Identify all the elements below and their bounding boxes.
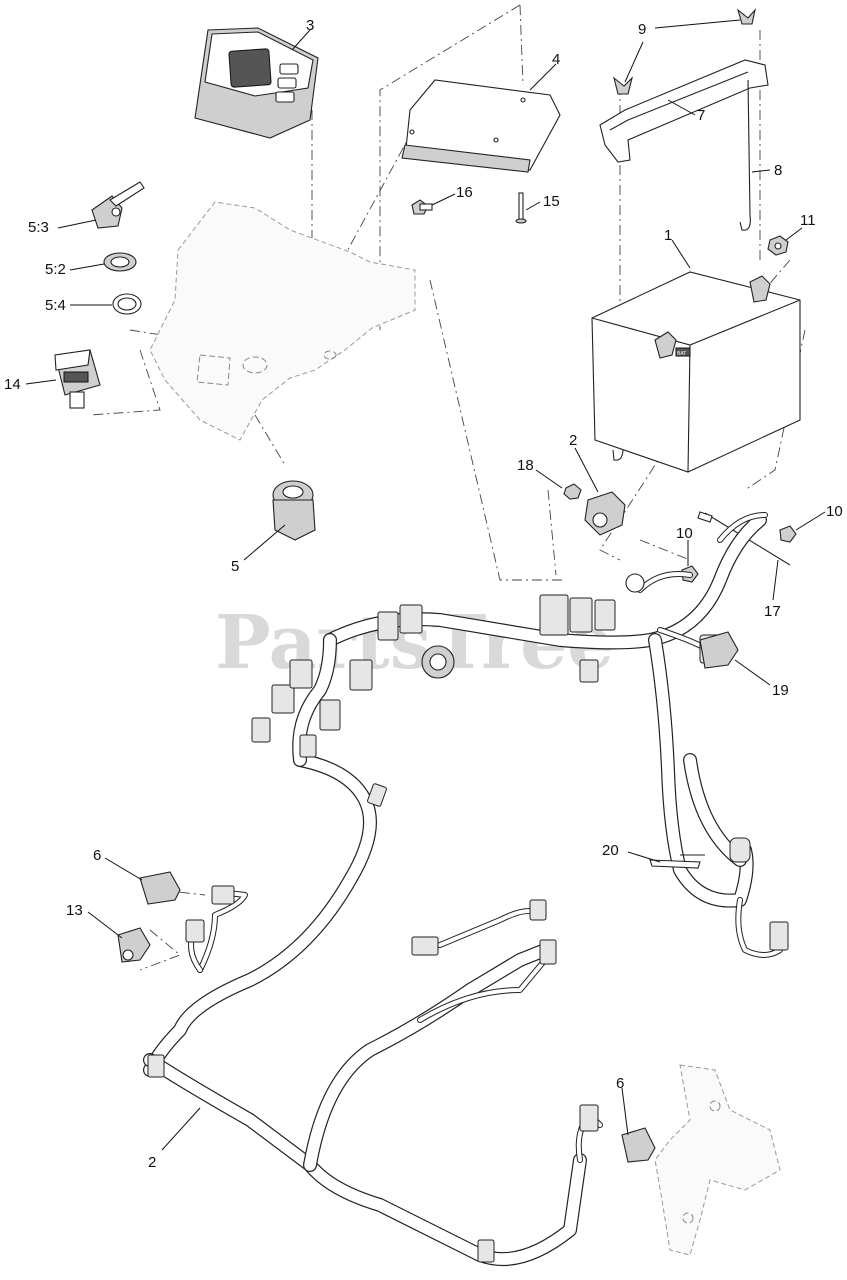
- relay: [139, 871, 181, 905]
- callout-9: 9: [638, 21, 646, 38]
- callout-18: 18: [517, 457, 534, 474]
- callout-8: 8: [774, 162, 782, 179]
- battery: BAT: [591, 271, 801, 473]
- callout-5-3: 5:3: [28, 219, 49, 236]
- key-switch-washer: [112, 293, 142, 315]
- key-switch-nut: [103, 252, 137, 272]
- callout-20: 20: [602, 842, 619, 859]
- callout-10-left: 10: [676, 525, 693, 542]
- callout-19: 19: [772, 682, 789, 699]
- callout-6-top: 6: [93, 847, 101, 864]
- callout-1: 1: [664, 227, 672, 244]
- ignition-switch: [272, 480, 316, 541]
- callout-17: 17: [764, 603, 781, 620]
- callout-5: 5: [231, 558, 239, 575]
- harness-connector: [699, 631, 739, 669]
- callout-13: 13: [66, 902, 83, 919]
- bolt: [779, 525, 797, 543]
- callout-7: 7: [697, 107, 705, 124]
- battery-hold-down-bracket: [599, 59, 769, 163]
- callout-2-relay: 2: [569, 432, 577, 449]
- callout-15: 15: [543, 193, 560, 210]
- callout-5-2: 5:2: [45, 261, 66, 278]
- ignition-key: [91, 181, 145, 229]
- shoulder-bolt: [411, 199, 433, 215]
- battery-label: BAT: [677, 351, 686, 357]
- battery-nut: [767, 235, 789, 256]
- leader-lines: [25, 19, 826, 1151]
- pto-switch: [54, 349, 101, 409]
- callout-16: 16: [456, 184, 473, 201]
- callout-11: 11: [800, 212, 816, 229]
- screw: [515, 192, 527, 224]
- console-panel-ghost: [149, 201, 416, 441]
- diode: [117, 927, 151, 963]
- relay: [621, 1127, 656, 1163]
- callout-10-right: 10: [826, 503, 843, 520]
- callout-2-harness: 2: [148, 1154, 156, 1171]
- cable-tie: [649, 859, 701, 869]
- relay-nut: [563, 483, 582, 500]
- starter-solenoid: [584, 491, 626, 536]
- controller-module: [401, 79, 561, 173]
- callout-3: 3: [306, 17, 314, 34]
- callout-6-bottom: 6: [616, 1075, 624, 1092]
- wing-nut: [613, 8, 756, 95]
- callout-14: 14: [4, 376, 21, 393]
- display-module: [194, 27, 319, 139]
- mounting-bracket-ghost: [654, 1064, 781, 1256]
- callout-4: 4: [552, 51, 560, 68]
- callout-labels: 3 4 9 7 8 11 1 15 16 5:3 5:2 5:4 14 5 18…: [4, 17, 843, 1171]
- callout-5-4: 5:4: [45, 297, 66, 314]
- main-wire-harness: [143, 513, 767, 1267]
